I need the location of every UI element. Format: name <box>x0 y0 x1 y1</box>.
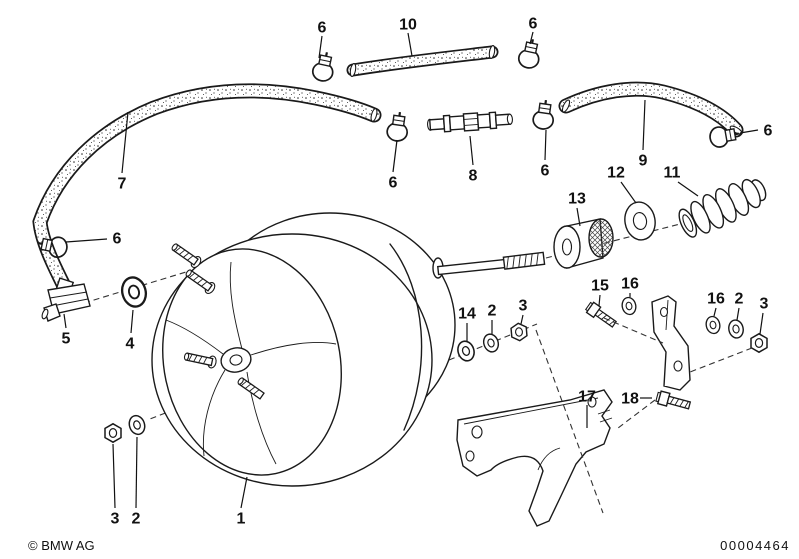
hose-connector-8 <box>427 111 513 133</box>
leader-line <box>130 309 134 334</box>
washer-14 <box>454 338 478 364</box>
part-label: 2 <box>132 511 141 528</box>
part-label: 3 <box>519 298 528 315</box>
part-label: 7 <box>118 176 127 193</box>
leader-line <box>318 35 323 59</box>
leader-line <box>598 294 601 307</box>
part-label: 4 <box>126 336 135 353</box>
part-label: 11 <box>664 165 681 182</box>
filter-13 <box>553 218 614 269</box>
washer-4 <box>117 273 151 311</box>
leader-line <box>759 312 764 335</box>
washer-2 <box>480 331 502 355</box>
leader-line <box>520 314 524 325</box>
part-label: 16 <box>707 291 725 308</box>
mounting-bracket-17 <box>456 389 613 527</box>
part-label: 6 <box>318 20 327 37</box>
leader-line <box>407 32 413 57</box>
part-label: 3 <box>760 296 769 313</box>
leader-line <box>739 129 759 134</box>
part-label: 6 <box>764 123 773 140</box>
leader-line <box>544 129 547 161</box>
hose-clamp <box>530 97 557 132</box>
part-label: 5 <box>62 331 71 348</box>
nut-3 <box>509 321 529 343</box>
part-label: 1 <box>237 511 246 528</box>
brake-booster <box>151 212 546 487</box>
leader-line <box>529 31 534 45</box>
part-label: 6 <box>389 175 398 192</box>
push-rod <box>436 258 509 276</box>
part-label: 6 <box>529 16 538 33</box>
check-valve-5 <box>41 277 91 322</box>
part-label: 3 <box>111 511 120 528</box>
leader-line <box>112 443 116 509</box>
support-bracket <box>651 295 691 391</box>
hose-10 <box>346 45 499 77</box>
leader-line <box>240 476 248 509</box>
part-label: 6 <box>113 231 122 248</box>
part-label: 10 <box>399 17 417 34</box>
bolt-18 <box>654 389 692 413</box>
part-label: 18 <box>621 391 639 408</box>
bolt-15 <box>583 300 619 330</box>
part-label: 12 <box>607 165 625 182</box>
part-label: 13 <box>568 191 586 208</box>
leader-line <box>392 139 398 173</box>
leader-line <box>576 207 581 227</box>
washer-12 <box>624 201 656 241</box>
leader-line <box>620 181 637 204</box>
copyright-text: © BMW AG <box>28 538 95 553</box>
hose-clamp <box>384 109 411 144</box>
leader-line <box>63 313 67 329</box>
leader-line <box>65 238 108 243</box>
nut-3 <box>104 423 122 443</box>
part-label: 8 <box>469 168 478 185</box>
part-label: 15 <box>591 278 609 295</box>
part-label: 17 <box>578 389 596 406</box>
hose-9 <box>558 81 744 138</box>
washer-16 <box>619 295 639 317</box>
washer-2 <box>126 412 148 438</box>
part-number: 00004464 <box>720 538 790 553</box>
part-label: 14 <box>458 306 476 323</box>
leader-line <box>677 181 699 197</box>
leader-line <box>121 111 129 174</box>
leader-line <box>642 99 646 151</box>
assembly-axes-front <box>535 317 753 514</box>
part-label: 2 <box>488 303 497 320</box>
hose-clamp <box>309 49 338 84</box>
booster-stud <box>170 242 199 266</box>
washer-2 <box>726 317 746 341</box>
leader-line <box>713 307 717 317</box>
part-label: 16 <box>621 276 639 293</box>
push-rod-thread <box>502 251 546 270</box>
leader-line <box>736 307 740 321</box>
nut-3 <box>750 333 768 353</box>
leader-line <box>469 135 474 166</box>
part-label: 6 <box>541 163 550 180</box>
vacuum-hose-7 <box>32 83 382 298</box>
part-label: 9 <box>639 153 648 170</box>
leader-line <box>135 436 138 509</box>
part-label: 2 <box>735 291 744 308</box>
washer-16 <box>703 314 723 336</box>
rubber-boot-11 <box>678 178 767 238</box>
